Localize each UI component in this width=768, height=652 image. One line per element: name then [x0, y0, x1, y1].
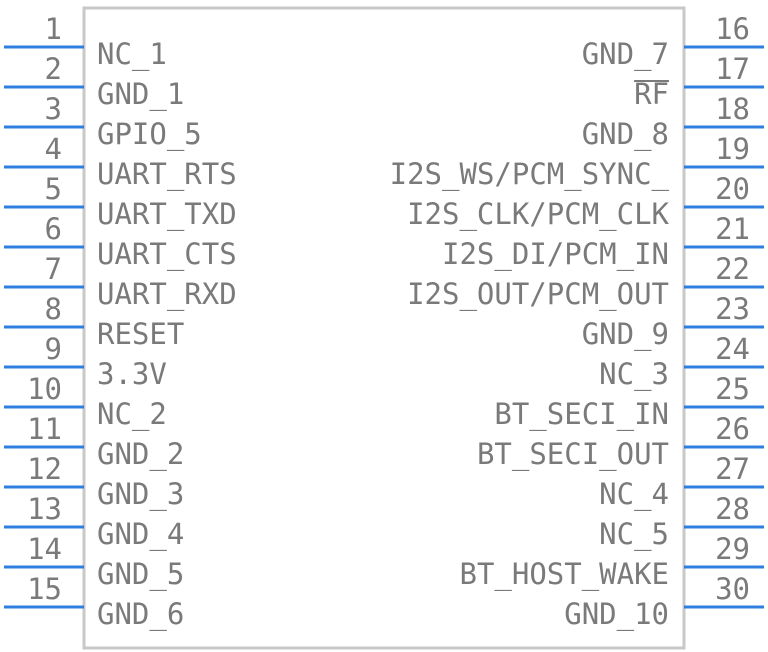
pin-19-number: 19 — [715, 132, 750, 166]
pin-21-number: 21 — [715, 212, 750, 246]
pin-14-label: GND_5 — [97, 557, 184, 592]
pin-20-label: I2S_CLK/PCM_CLK — [407, 197, 669, 232]
pin-7-number: 7 — [45, 252, 62, 286]
pin-13-number: 13 — [27, 492, 62, 526]
pin-11-label: GND_2 — [97, 437, 184, 472]
pin-16-label: GND_7 — [582, 37, 669, 72]
pin-19-label: I2S_WS/PCM_SYNC_ — [390, 157, 670, 192]
pin-17-number: 17 — [715, 52, 750, 86]
pin-22-number: 22 — [715, 252, 750, 286]
pin-25-label: BT_SECI_IN — [494, 397, 669, 432]
pin-18-number: 18 — [715, 92, 750, 126]
pin-5-label: UART_TXD — [97, 197, 237, 232]
pin-10-number: 10 — [27, 372, 62, 406]
pin-14-number: 14 — [27, 532, 62, 566]
pin-25-number: 25 — [715, 372, 750, 406]
pin-4-number: 4 — [45, 132, 62, 166]
pin-29-label: BT_HOST_WAKE — [459, 557, 669, 592]
pin-2-label: GND_1 — [97, 77, 184, 112]
pin-26-number: 26 — [715, 412, 750, 446]
pin-15-number: 15 — [27, 572, 62, 606]
pin-8-label: RESET — [97, 317, 184, 351]
pin-21-label: I2S_DI/PCM_IN — [442, 237, 669, 272]
pin-3-number: 3 — [45, 92, 62, 126]
pin-7-label: UART_RXD — [97, 277, 237, 312]
pin-23-number: 23 — [715, 292, 750, 326]
pin-8-number: 8 — [45, 292, 62, 326]
pin-15-label: GND_6 — [97, 597, 184, 632]
pin-18-label: GND_8 — [582, 117, 669, 152]
pin-12-label: GND_3 — [97, 477, 184, 512]
pin-11-number: 11 — [27, 412, 62, 446]
pin-28-number: 28 — [715, 492, 750, 526]
pin-20-number: 20 — [715, 172, 750, 206]
pin-23-label: GND_9 — [582, 317, 669, 352]
pin-4-label: UART_RTS — [97, 157, 237, 192]
pin-27-label: NC_4 — [599, 477, 669, 512]
pin-9-number: 9 — [45, 332, 62, 366]
pin-1-label: NC_1 — [97, 37, 167, 72]
pin-24-label: NC_3 — [599, 357, 669, 392]
pin-9-label: 3.3V — [97, 357, 167, 391]
pin-12-number: 12 — [27, 452, 62, 486]
pin-2-number: 2 — [45, 52, 62, 86]
pin-5-number: 5 — [45, 172, 62, 206]
pin-17-label: RF — [634, 77, 669, 111]
pin-16-number: 16 — [715, 12, 750, 46]
pin-6-number: 6 — [45, 212, 62, 246]
pin-22-label: I2S_OUT/PCM_OUT — [407, 277, 669, 312]
pin-24-number: 24 — [715, 332, 750, 366]
pin-6-label: UART_CTS — [97, 237, 237, 272]
pin-30-number: 30 — [715, 572, 750, 606]
pin-3-label: GPIO_5 — [97, 117, 202, 152]
pin-28-label: NC_5 — [599, 517, 669, 552]
pin-29-number: 29 — [715, 532, 750, 566]
pin-26-label: BT_SECI_OUT — [477, 437, 669, 472]
pin-13-label: GND_4 — [97, 517, 184, 552]
pin-27-number: 27 — [715, 452, 750, 486]
pin-10-label: NC_2 — [97, 397, 167, 432]
component-body — [82, 6, 686, 650]
pin-30-label: GND_10 — [564, 597, 669, 632]
pin-1-number: 1 — [45, 12, 62, 46]
